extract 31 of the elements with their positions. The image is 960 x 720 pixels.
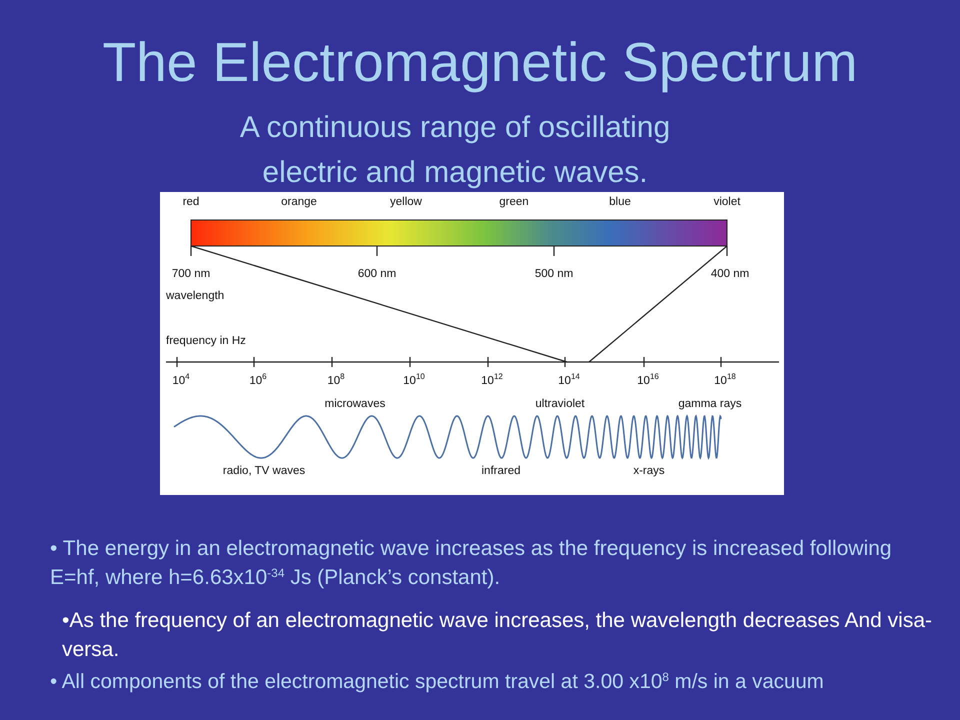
tick-label: 10$^{12}$ — [481, 374, 503, 388]
axis-label: frequency in Hz — [166, 334, 246, 348]
tick-label: 10$^{8}$ — [327, 374, 345, 388]
tick-label: 10$^{4}$ — [172, 374, 190, 388]
tick-label: 10$^{14}$ — [558, 374, 580, 388]
bullet-text: • The energy in an electromagnetic wave increases as the frequency is increased following E=hf, where h=6.63x10$^{-34}$ Js (Planck’s constant). — [50, 536, 893, 591]
axis-label: wavelength — [166, 289, 224, 303]
tick-label: 10$^{6}$ — [249, 374, 267, 388]
color-name: orange — [281, 195, 317, 209]
tick-label: 10$^{16}$ — [637, 374, 659, 388]
tick-label: 10$^{18}$ — [714, 374, 736, 388]
bullet-text: •As the frequency of an electromagnetic wave increases, the wavelength decreases And visa-versa. — [62, 608, 934, 663]
color-name: green — [499, 195, 529, 209]
tick-label: 10$^{10}$ — [403, 374, 425, 388]
band-label: ultraviolet — [535, 397, 585, 411]
band-label: gamma rays — [678, 397, 742, 411]
bullet-text: • All components of the electromagnetic spectrum travel at 3.00 x10$^{8}$ m/s in a vacuum — [50, 669, 824, 695]
band-label: radio, TV waves — [222, 464, 306, 478]
slide-title: The Electromagnetic Spectrum — [101, 30, 859, 94]
band-label: x-rays — [633, 464, 665, 478]
tick-label: 400 nm — [710, 267, 750, 281]
band-label: infrared — [482, 464, 520, 478]
band-label: microwaves — [324, 397, 386, 411]
color-name: violet — [714, 195, 740, 209]
tick-label: 700 nm — [172, 267, 210, 281]
tick-label: 500 nm — [534, 267, 574, 281]
subtitle: A continuous range of oscillating electric and magnetic waves. — [238, 110, 672, 191]
tick-label: 600 nm — [358, 267, 396, 281]
color-name: red — [182, 195, 200, 209]
color-name: blue — [609, 195, 631, 209]
color-name: yellow — [390, 195, 422, 209]
